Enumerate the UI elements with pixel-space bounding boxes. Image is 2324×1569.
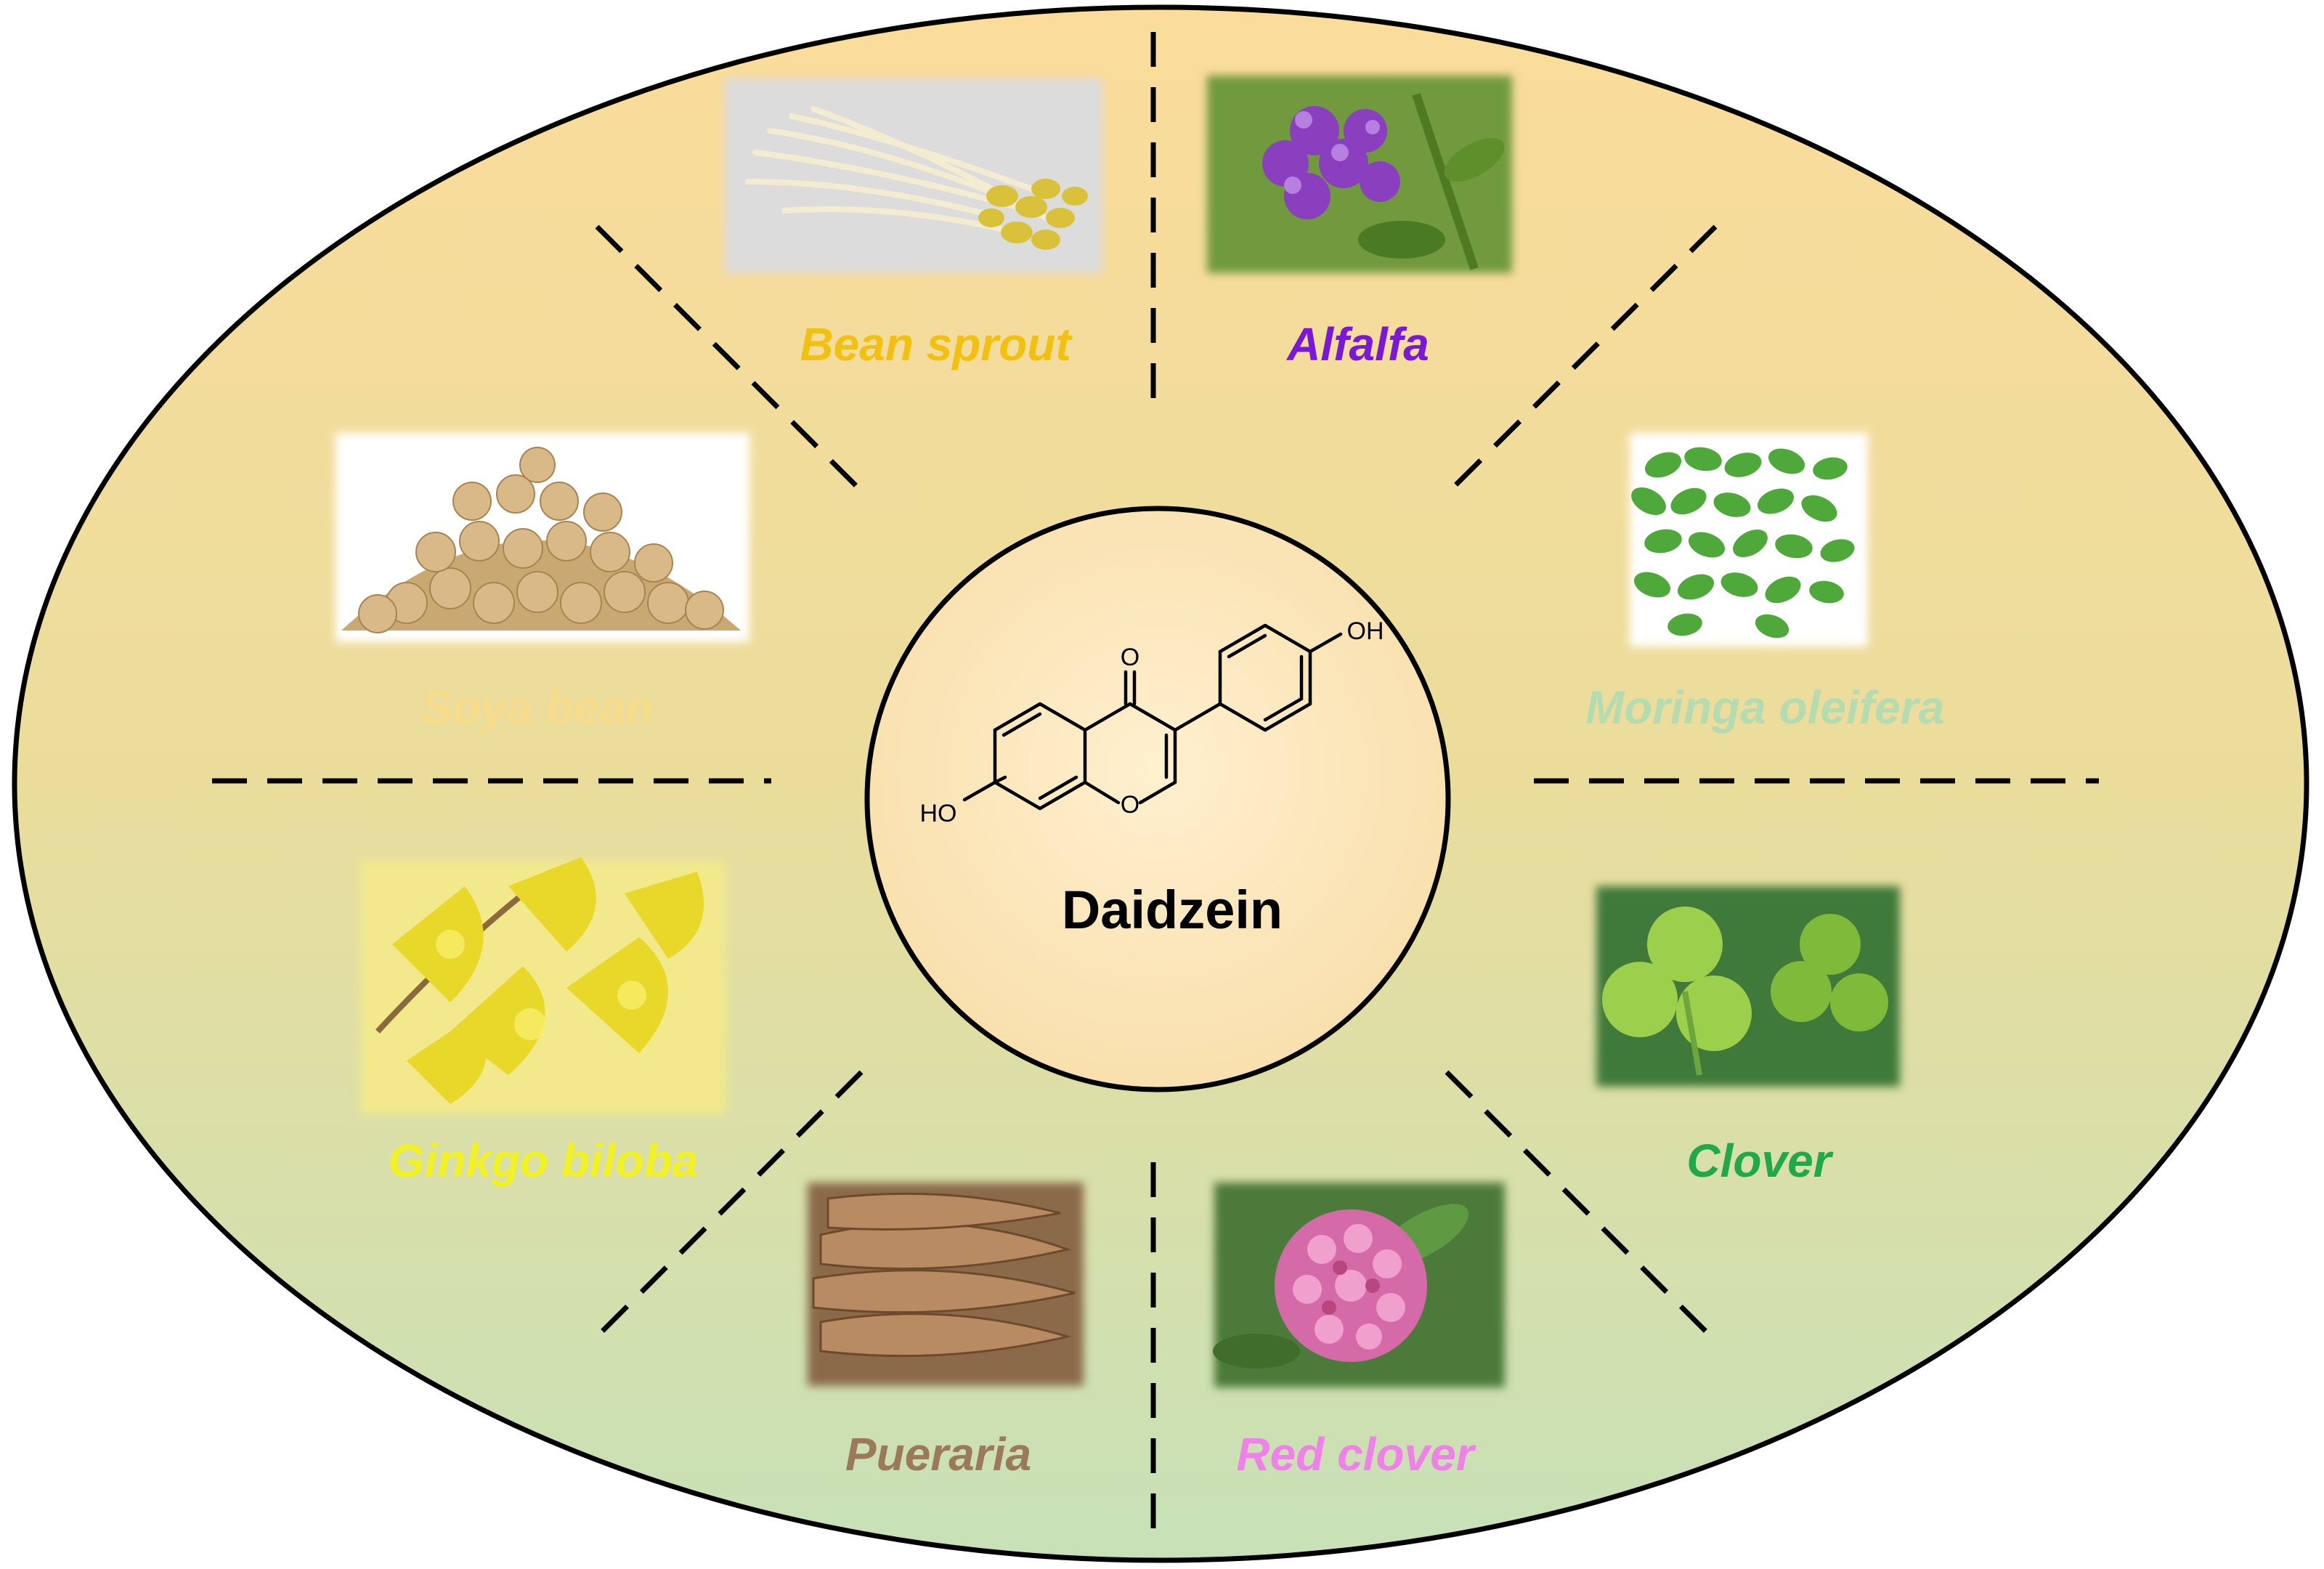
center-circle — [864, 506, 1451, 1092]
divider-top-left — [595, 224, 866, 496]
ho-label: HO — [920, 800, 957, 827]
bean-sprout-photo — [725, 78, 1102, 273]
moringa-leaves-photo — [1630, 433, 1868, 646]
label-red-clover: Red clover — [1236, 1428, 1476, 1480]
divider-bottom-right — [1445, 1070, 1718, 1343]
alfalfa-flower-photo — [1207, 76, 1512, 273]
soybean-pile-photo — [336, 433, 749, 642]
ginkgo-leaves-photo — [360, 857, 726, 1114]
label-soya-bean: Soya bean — [421, 681, 654, 734]
label-pueraria: Pueraria — [845, 1428, 1031, 1480]
red-clover-flower-photo — [1213, 1183, 1505, 1387]
divider-top-right — [1445, 224, 1718, 496]
pueraria-root-photo — [808, 1183, 1084, 1386]
compound-name: Daidzein — [1062, 880, 1283, 940]
ring-o-label: O — [1121, 791, 1139, 819]
label-bean-sprout: Bean sprout — [800, 318, 1073, 370]
divider-bottom-left — [590, 1070, 864, 1343]
clover-leaves-photo — [1596, 886, 1900, 1087]
dashed-dividers — [212, 32, 2099, 1540]
carbonyl-o-label: O — [1121, 644, 1139, 671]
oh-label: OH — [1347, 617, 1384, 645]
label-ginkgo-biloba: Ginkgo biloba — [389, 1135, 699, 1187]
label-alfalfa: Alfalfa — [1285, 318, 1429, 370]
label-moringa-oleifera: Moringa oleifera — [1585, 681, 1944, 734]
label-clover: Clover — [1686, 1135, 1833, 1187]
daidzein-structure — [962, 623, 1343, 811]
